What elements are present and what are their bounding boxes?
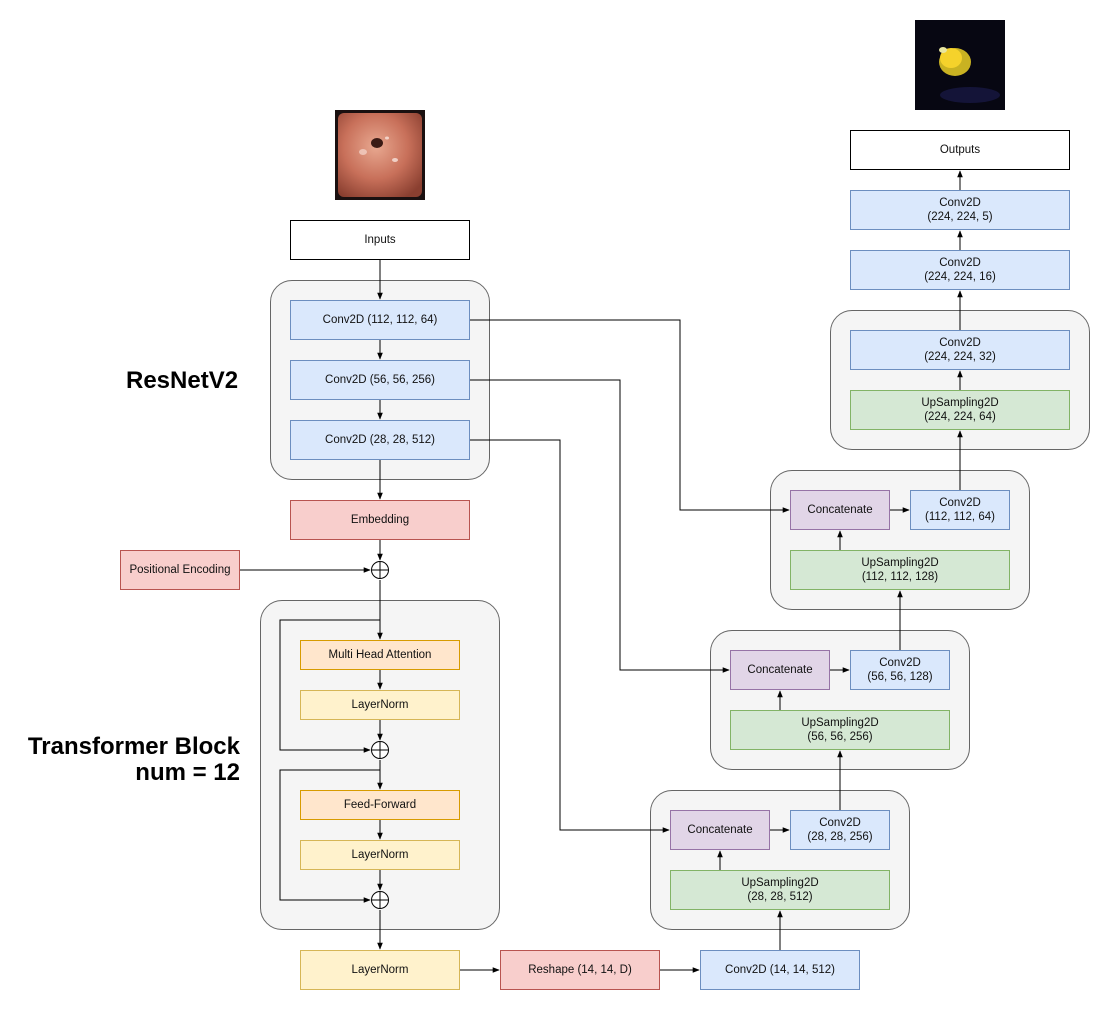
- layernorm-1-label: LayerNorm: [351, 699, 409, 711]
- conv2d-112-64-node: Conv2D (112, 112, 64): [910, 490, 1010, 530]
- embedding-label: Embedding: [350, 514, 410, 526]
- conv2d-14-node: Conv2D (14, 14, 512): [700, 950, 860, 990]
- reshape-node: Reshape (14, 14, D): [500, 950, 660, 990]
- upsampling-224-shape: (224, 224, 64): [924, 411, 996, 423]
- resnet-label: ResNetV2: [126, 367, 239, 394]
- conv2d-28-label: Conv2D (28, 28, 512): [325, 434, 435, 446]
- add-circle-icon: [371, 741, 389, 759]
- positional-encoding-node: Positional Encoding: [120, 550, 240, 590]
- inputs-label: Inputs: [364, 234, 396, 246]
- skip-112: [470, 319, 790, 513]
- reshape-label: Reshape (14, 14, D): [528, 964, 632, 976]
- upsampling-224-title: UpSampling2D: [921, 397, 999, 409]
- upsampling-224-node: UpSampling2D (224, 224, 64): [850, 390, 1070, 430]
- conv2d-224-5-shape: (224, 224, 5): [927, 211, 993, 223]
- conv2d-28-256-node: Conv2D (28, 28, 256): [790, 810, 890, 850]
- conv2d-28-node: Conv2D (28, 28, 512): [290, 420, 470, 460]
- conv2d-112-node: Conv2D (112, 112, 64): [290, 300, 470, 340]
- transformer-block-title: Transformer Block: [27, 733, 240, 760]
- transformer-block-count: num = 12: [135, 759, 240, 786]
- layernorm-final-node: LayerNorm: [300, 950, 460, 990]
- upsampling-112-title: UpSampling2D: [861, 557, 939, 569]
- conv2d-224-32-node: Conv2D (224, 224, 32): [850, 330, 1070, 370]
- multi-head-attention-label: Multi Head Attention: [328, 649, 432, 661]
- skip-56: [470, 379, 730, 673]
- conv2d-224-16-shape: (224, 224, 16): [924, 271, 996, 283]
- conv2d-56-128-shape: (56, 56, 128): [867, 671, 933, 683]
- concatenate-112-node: Concatenate: [790, 490, 890, 530]
- conv2d-56-node: Conv2D (56, 56, 256): [290, 360, 470, 400]
- conv2d-112-64-title: Conv2D: [939, 497, 981, 509]
- positional-encoding-label: Positional Encoding: [129, 564, 231, 576]
- upsampling-56-shape: (56, 56, 256): [807, 731, 873, 743]
- concatenate-56-label: Concatenate: [747, 664, 813, 676]
- conv2d-224-16-node: Conv2D (224, 224, 16): [850, 250, 1070, 290]
- conv2d-56-label: Conv2D (56, 56, 256): [325, 374, 435, 386]
- output-segmentation-image: [915, 20, 1005, 110]
- conv2d-28-256-title: Conv2D: [819, 817, 861, 829]
- edge-residual-1: [279, 619, 380, 753]
- concatenate-28-label: Concatenate: [687, 824, 753, 836]
- layernorm-1-node: LayerNorm: [300, 690, 460, 720]
- multi-head-attention-node: Multi Head Attention: [300, 640, 460, 670]
- input-endoscopy-image: [335, 110, 425, 200]
- add-circle-icon: [371, 561, 389, 579]
- conv2d-112-64-shape: (112, 112, 64): [925, 511, 995, 523]
- transformer-block-label: Transformer Block num = 12: [20, 734, 240, 786]
- conv2d-56-128-node: Conv2D (56, 56, 128): [850, 650, 950, 690]
- outputs-label: Outputs: [939, 144, 981, 156]
- conv2d-28-256-shape: (28, 28, 256): [807, 831, 873, 843]
- upsampling-112-node: UpSampling2D (112, 112, 128): [790, 550, 1010, 590]
- embedding-node: Embedding: [290, 500, 470, 540]
- conv2d-56-128-title: Conv2D: [879, 657, 921, 669]
- upsampling-56-title: UpSampling2D: [801, 717, 879, 729]
- upsampling-112-shape: (112, 112, 128): [861, 571, 939, 583]
- concatenate-112-label: Concatenate: [807, 504, 873, 516]
- outputs-node: Outputs: [850, 130, 1070, 170]
- conv2d-224-32-title: Conv2D: [939, 337, 981, 349]
- upsampling-56-node: UpSampling2D (56, 56, 256): [730, 710, 950, 750]
- add-circle-icon: [371, 891, 389, 909]
- upsampling-28-node: UpSampling2D (28, 28, 512): [670, 870, 890, 910]
- upsampling-28-title: UpSampling2D: [741, 877, 819, 889]
- conv2d-14-label: Conv2D (14, 14, 512): [725, 964, 835, 976]
- conv2d-224-5-title: Conv2D: [939, 197, 981, 209]
- inputs-node: Inputs: [290, 220, 470, 260]
- concatenate-56-node: Concatenate: [730, 650, 830, 690]
- feed-forward-label: Feed-Forward: [343, 799, 417, 811]
- layernorm-2-node: LayerNorm: [300, 840, 460, 870]
- concatenate-28-node: Concatenate: [670, 810, 770, 850]
- feed-forward-node: Feed-Forward: [300, 790, 460, 820]
- skip-28: [470, 439, 670, 833]
- upsampling-28-shape: (28, 28, 512): [747, 891, 813, 903]
- conv2d-224-32-shape: (224, 224, 32): [924, 351, 996, 363]
- conv2d-112-label: Conv2D (112, 112, 64): [322, 314, 438, 326]
- edge-residual-2: [279, 769, 380, 903]
- conv2d-224-5-node: Conv2D (224, 224, 5): [850, 190, 1070, 230]
- conv2d-224-16-title: Conv2D: [939, 257, 981, 269]
- layernorm-final-label: LayerNorm: [351, 964, 409, 976]
- layernorm-2-label: LayerNorm: [351, 849, 409, 861]
